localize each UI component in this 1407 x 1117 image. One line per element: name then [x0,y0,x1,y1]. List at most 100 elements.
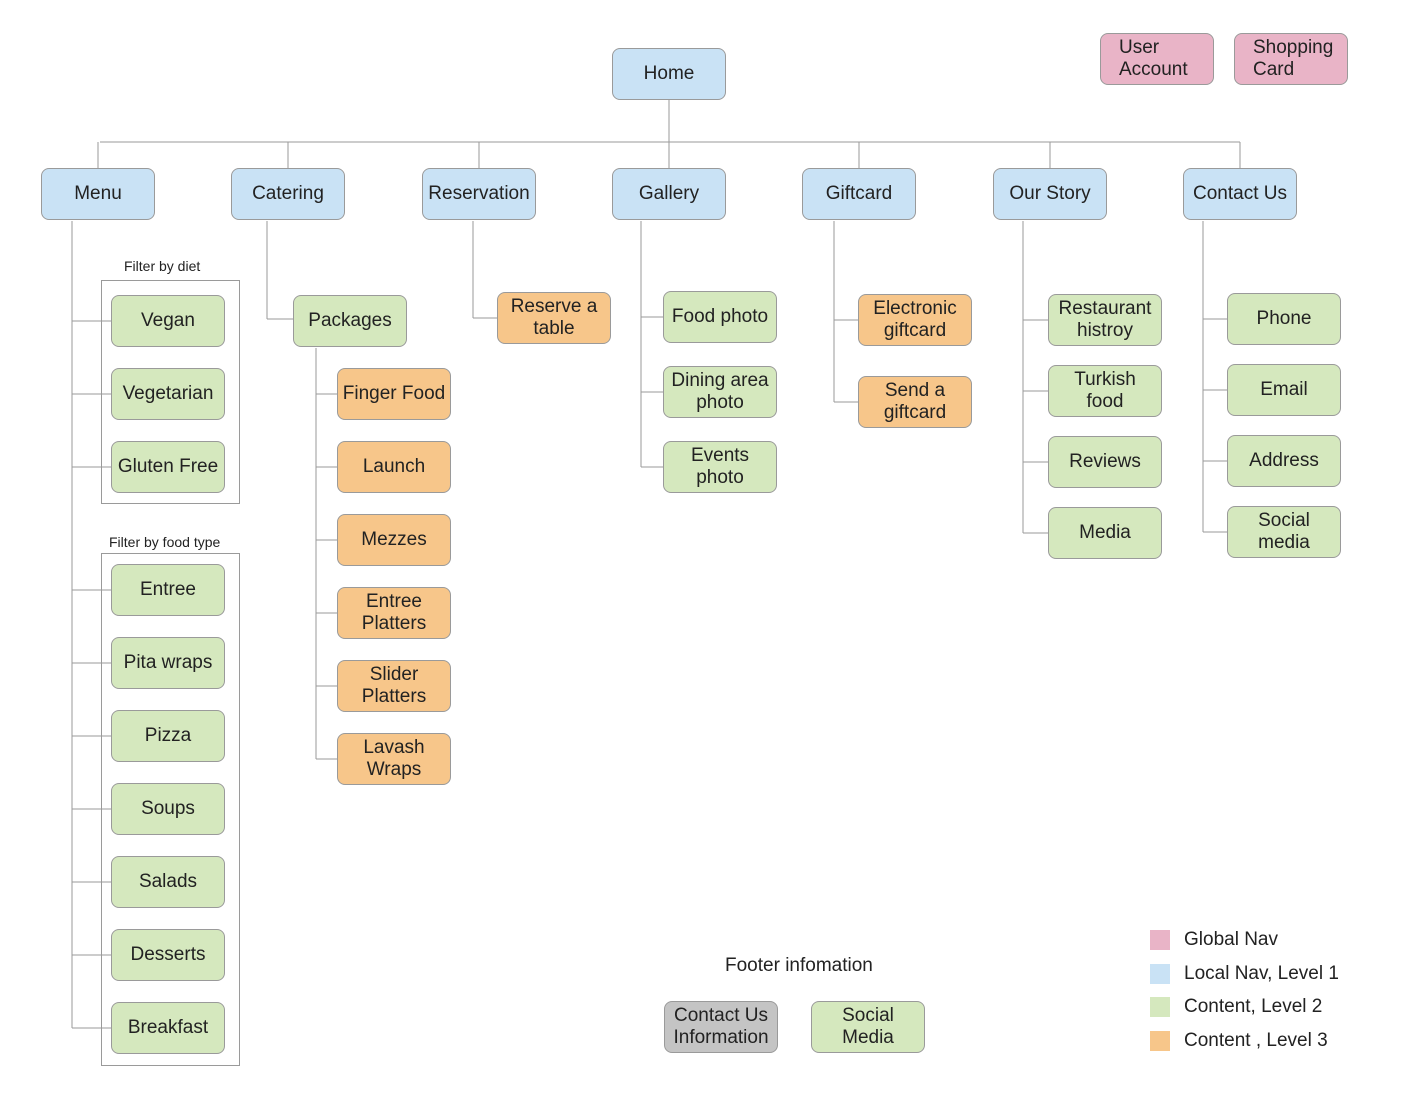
menu-diet-vegan: Vegan [111,295,225,347]
menu-diet-gluten-free-label: Gluten Free [117,456,219,477]
nav-gallery: Gallery [612,168,726,220]
filter-by-diet-group [101,280,240,504]
our-story-reviews-label: Reviews [1069,451,1141,472]
nav-reservation-label: Reservation [428,183,530,204]
nav-gallery-label: Gallery [638,183,700,204]
nav-giftcard: Giftcard [802,168,916,220]
menu-diet-vegan-label: Vegan [141,310,195,331]
contact-us-address-label: Address [1249,450,1319,471]
menu-diet-gluten-free: Gluten Free [111,441,225,493]
menu-type-desserts: Desserts [111,929,225,981]
menu-type-entree-label: Entree [140,579,196,600]
legend-item-content-level-2: Content, Level 2 [1150,996,1322,1018]
menu-type-salads-label: Salads [138,871,198,892]
contact-us-phone-label: Phone [1256,308,1312,329]
menu-type-desserts-label: Desserts [130,944,206,965]
nav-catering-label: Catering [252,183,324,204]
gallery-food-photo-label: Food photo [671,306,769,327]
contact-us-address: Address [1227,435,1341,487]
nav-menu-label: Menu [74,183,122,204]
legend-swatch [1150,930,1170,950]
legend-swatch [1150,964,1170,984]
nav-contact-us: Contact Us [1183,168,1297,220]
legend-item-local-nav-level-1: Local Nav, Level 1 [1150,963,1339,985]
menu-diet-vegetarian-label: Vegetarian [122,383,214,404]
catering-launch: Launch [337,441,451,493]
menu-type-soups: Soups [111,783,225,835]
our-story-media: Media [1048,507,1162,559]
legend-item-global-nav: Global Nav [1150,929,1278,951]
home-node: Home [612,48,726,100]
legend-label: Content , Level 3 [1184,1030,1328,1051]
menu-type-pizza: Pizza [111,710,225,762]
filter-by-food-type-group [101,553,240,1066]
footer-title: Footer infomation [725,955,873,976]
catering-mezzes-label: Mezzes [361,529,427,550]
catering-packages: Packages [293,295,407,347]
gallery-food-photo: Food photo [663,291,777,343]
catering-finger-food-label: Finger Food [342,383,446,404]
nav-catering: Catering [231,168,345,220]
legend-swatch [1150,1031,1170,1051]
catering-mezzes: Mezzes [337,514,451,566]
menu-diet-vegetarian: Vegetarian [111,368,225,420]
menu-type-pita-wraps: Pita wraps [111,637,225,689]
filter-by-food-type-caption: Filter by food type [109,534,221,550]
menu-type-entree: Entree [111,564,225,616]
menu-type-breakfast-label: Breakfast [127,1017,209,1038]
contact-us-email: Email [1227,364,1341,416]
nav-our-story-label: Our Story [1009,183,1091,204]
menu-type-pita-wraps-label: Pita wraps [123,652,213,673]
legend-item-content-level-3: Content , Level 3 [1150,1030,1328,1052]
nav-our-story: Our Story [993,168,1107,220]
our-story-reviews: Reviews [1048,436,1162,488]
contact-us-phone: Phone [1227,293,1341,345]
menu-type-soups-label: Soups [141,798,195,819]
our-story-media-label: Media [1079,522,1131,543]
menu-type-salads: Salads [111,856,225,908]
legend-label: Local Nav, Level 1 [1184,963,1339,984]
legend-swatch [1150,997,1170,1017]
nav-menu: Menu [41,168,155,220]
nav-contact-us-label: Contact Us [1193,183,1287,204]
nav-giftcard-label: Giftcard [825,183,893,204]
legend-label: Global Nav [1184,929,1278,950]
catering-launch-label: Launch [362,456,426,477]
menu-type-breakfast: Breakfast [111,1002,225,1054]
catering-packages-label: Packages [308,310,392,331]
contact-us-email-label: Email [1260,379,1308,400]
filter-by-diet-caption: Filter by diet [124,258,201,274]
footer-social-media: Social Media [811,1001,925,1053]
catering-finger-food: Finger Food [337,368,451,420]
nav-reservation: Reservation [422,168,536,220]
home-node-label: Home [643,63,695,84]
